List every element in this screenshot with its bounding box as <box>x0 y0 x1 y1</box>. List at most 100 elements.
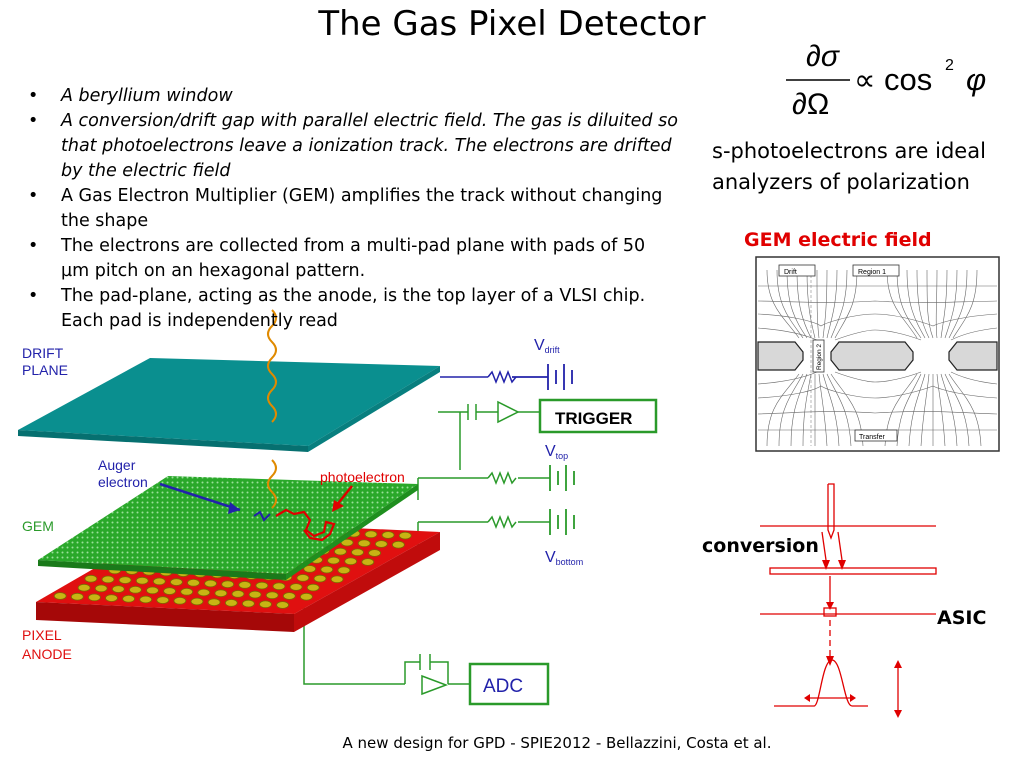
formula-numerator: ∂σ <box>806 40 841 73</box>
formula-exponent: 2 <box>945 57 954 74</box>
pixel-pad <box>180 587 194 596</box>
pixel-pad <box>327 556 341 565</box>
pixel-pad <box>364 530 378 539</box>
pixel-pad <box>337 566 351 575</box>
pixel-pad <box>368 549 382 557</box>
photoelectron-track <box>275 508 336 542</box>
auger-label-1: Auger <box>98 457 136 473</box>
label-box-transfer <box>854 429 898 442</box>
bullet-item: A conversion/drift gap with parallel ele… <box>28 109 678 184</box>
pixel-pad <box>101 575 115 584</box>
bullet-item: A Gas Electron Multiplier (GEM) amplifie… <box>28 184 678 234</box>
pixel-pad <box>296 574 310 582</box>
pixel-label-2: ANODE <box>22 646 72 662</box>
gem-foil <box>757 341 998 371</box>
label-transfer: Transfer <box>859 434 885 441</box>
auger-arrow-head <box>228 502 240 514</box>
voltage-drift-label: Vdrift <box>534 337 560 355</box>
drift-plane-edge <box>18 430 308 452</box>
drift-plane-label-1: DRIFT <box>22 345 64 361</box>
pixel-pad <box>77 583 91 592</box>
auger-track <box>253 510 271 522</box>
resistor-top <box>487 470 517 486</box>
width-arrow-right <box>850 694 856 702</box>
pixel-pad <box>53 592 67 600</box>
pixel-pad <box>221 580 235 588</box>
pixel-pad <box>259 600 272 609</box>
pixel-pad <box>265 591 279 600</box>
bullet-item: The pad-plane, acting as the anode, is t… <box>28 284 678 334</box>
photoelectron-arrow-head <box>332 500 344 512</box>
pixel-pad <box>204 579 218 588</box>
pixel-pad <box>306 583 320 592</box>
slide-title: The Gas Pixel Detector <box>318 4 706 44</box>
adc-amplifier <box>421 674 449 696</box>
formula-rhs: cos <box>884 62 932 97</box>
pixel-pad <box>173 596 187 605</box>
pixel-pad <box>118 576 132 584</box>
gem-field-lines <box>757 269 998 447</box>
label-region2: Region 2 <box>816 344 823 370</box>
trigger-label: TRIGGER <box>555 409 632 428</box>
pixel-anode-side <box>294 532 440 632</box>
pixel-pad <box>248 590 262 599</box>
label-box-region1 <box>852 264 900 277</box>
battery-bottom <box>549 509 575 535</box>
pixel-pad <box>214 589 228 597</box>
trigger-box <box>538 398 658 434</box>
drift-plane-label-2: PLANE <box>22 362 68 378</box>
pixel-pad <box>272 582 286 591</box>
pixel-pad <box>224 599 238 607</box>
pixel-pad <box>361 558 375 566</box>
gem-foil-3d <box>38 476 418 574</box>
photoelectron-arrow <box>335 485 353 507</box>
bullet-list: A beryllium window A conversion/drift ga… <box>28 84 678 334</box>
formula-denominator: ∂Ω <box>792 88 829 121</box>
pixel-label-1: PIXEL <box>22 627 62 643</box>
pixel-pad <box>88 593 101 602</box>
pixel-pad <box>128 585 142 594</box>
pixel-pad <box>152 577 166 586</box>
pixel-pad <box>299 592 313 601</box>
resistor-drift <box>487 369 517 385</box>
pixel-pad <box>320 565 334 574</box>
height-arrow-bottom <box>894 710 902 718</box>
signal-arrow-2 <box>838 560 846 570</box>
auger-arrow <box>159 482 241 512</box>
battery-drift <box>512 364 573 390</box>
pixel-pad <box>357 539 371 548</box>
cross-section-formula: ∂σ ∂Ω ∝ cos 2 φ <box>786 40 986 121</box>
pixel-pad <box>313 574 327 583</box>
pixel-pad <box>398 531 412 540</box>
pixel-pad <box>156 596 170 604</box>
pixel-pad <box>289 583 303 591</box>
pixel-pad <box>303 565 317 573</box>
pixel-pad <box>197 588 211 597</box>
pixel-pad <box>94 584 108 593</box>
formula-relation: ∝ <box>854 64 875 97</box>
voltage-bottom-label: Vbottom <box>545 549 583 567</box>
adc-box <box>468 662 550 706</box>
label-box-region2 <box>812 339 825 373</box>
label-region1: Region 1 <box>858 269 886 276</box>
gem-field-title: GEM electric field <box>744 229 932 251</box>
pixel-pad <box>255 581 269 590</box>
pixel-pad <box>238 581 252 589</box>
pixel-pad <box>105 594 118 602</box>
pixel-pad <box>340 538 354 547</box>
signal-lines <box>760 483 937 712</box>
pixel-pad <box>146 586 159 595</box>
pixel-pad <box>163 587 177 595</box>
asic-label: ASIC <box>937 607 987 629</box>
gem-foil-side <box>286 484 418 580</box>
pixel-pad <box>84 574 98 583</box>
width-arrow-left <box>804 694 810 702</box>
bullet-item: A beryllium window <box>28 84 678 109</box>
height-arrow-top <box>894 660 902 668</box>
resistor-bottom <box>487 514 517 530</box>
voltage-top-label: Vtop <box>545 443 568 461</box>
formula-variable: φ <box>966 62 986 97</box>
detector-schematic: TRIGGER ADC Vdrift Vtop Vbottom DR <box>18 309 658 706</box>
pixel-pad <box>187 578 200 587</box>
